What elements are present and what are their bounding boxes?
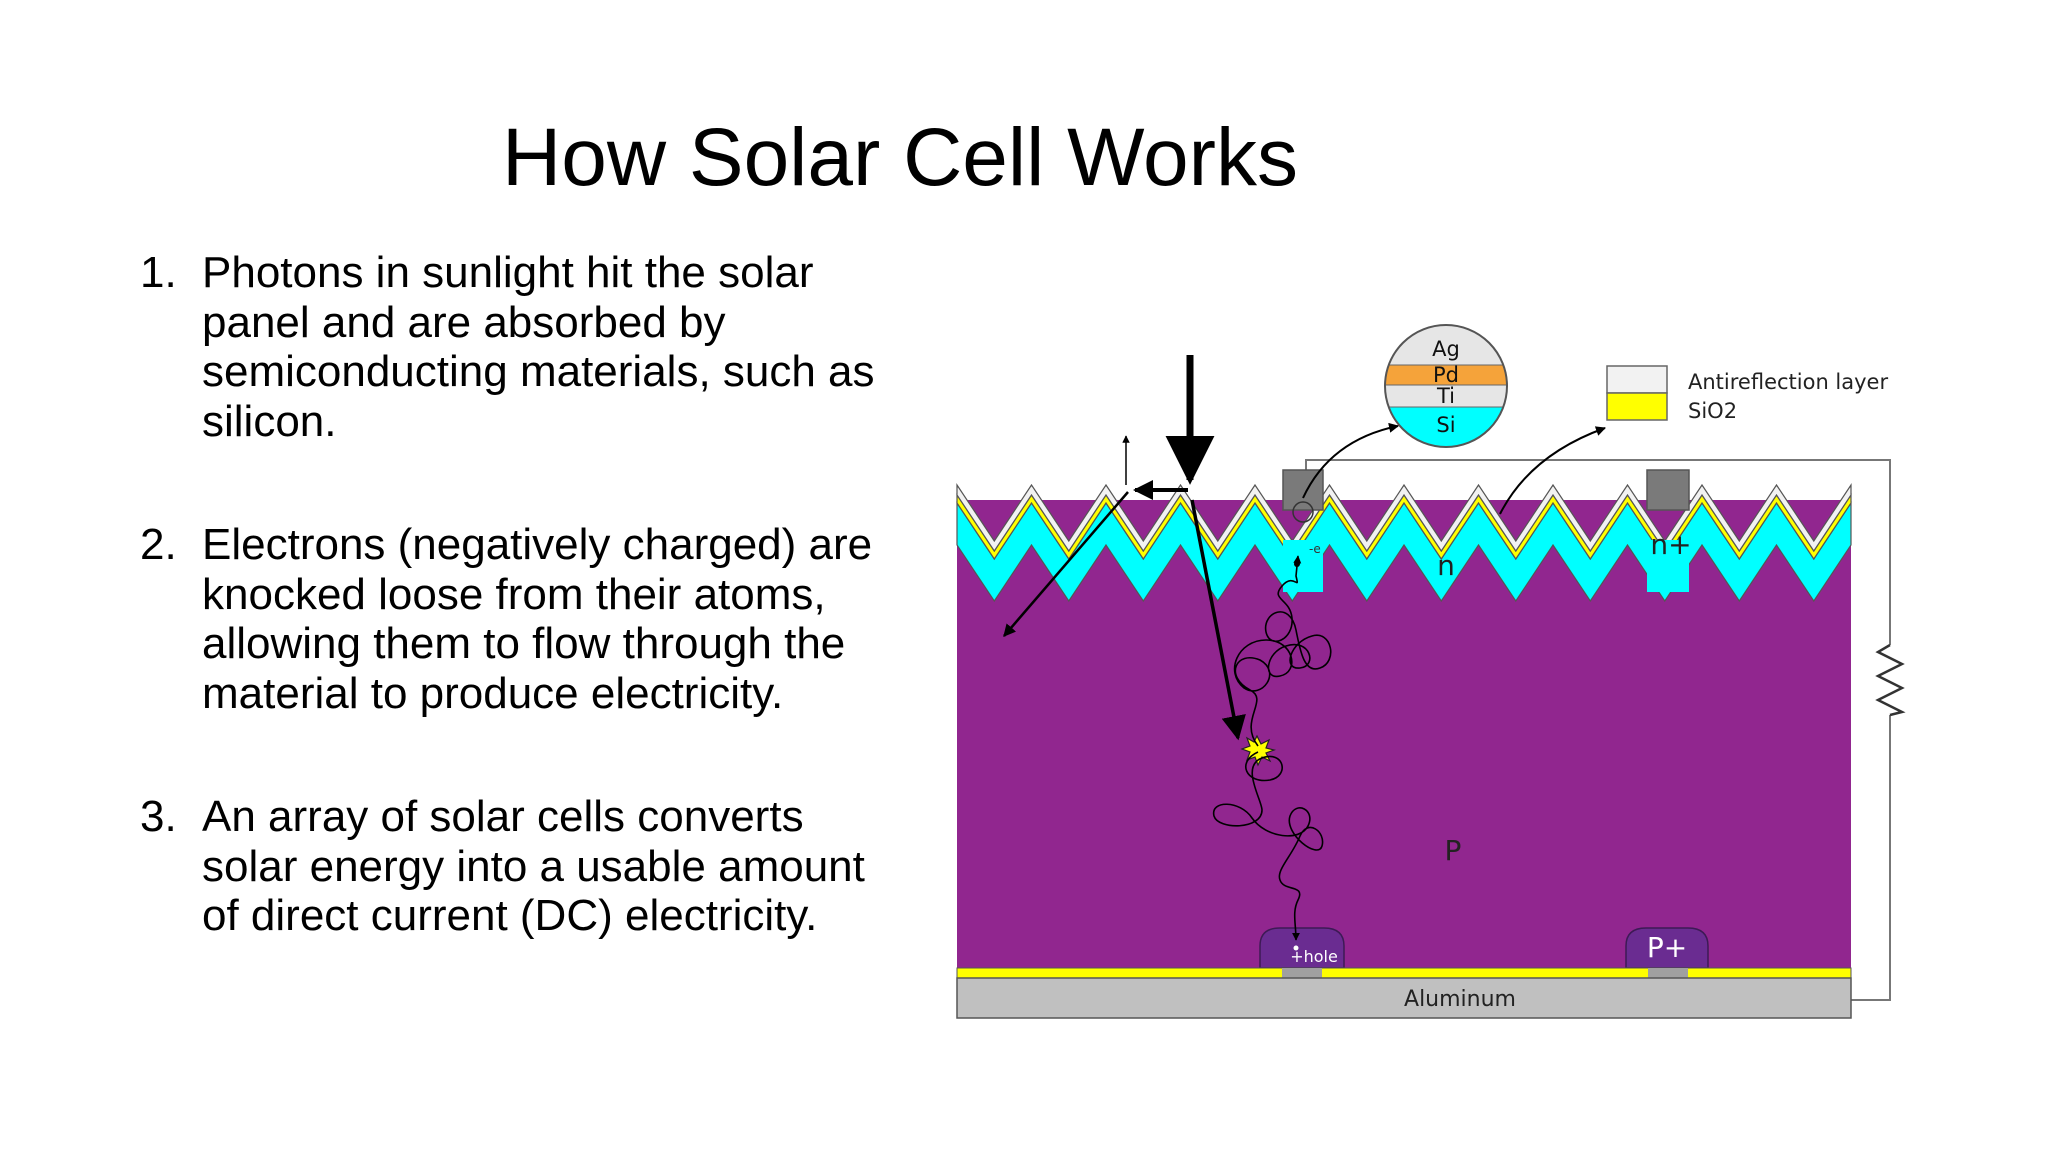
deflected-photon-arrow: [1003, 491, 1129, 637]
aluminum-layer: [956, 977, 1852, 1019]
label-electron: -e: [1309, 542, 1321, 556]
hole-dot: [1293, 945, 1299, 951]
label-hole: +hole: [1290, 947, 1338, 966]
label-n-region: n: [1437, 549, 1455, 582]
contact-marker: [1292, 501, 1314, 523]
legend-swatch-antireflection: [1606, 365, 1668, 394]
hole-path: [1213, 751, 1324, 941]
contact-layers-magnifier: Ag Pd Ti Si: [1384, 324, 1508, 448]
p-plus-region: [1625, 927, 1709, 969]
antireflection-layer: [956, 483, 1852, 553]
step-item: 1. Photons in sunlight hit the solar pan…: [140, 248, 900, 446]
n-plus-pillar: [1283, 540, 1323, 592]
step-number: 3.: [140, 792, 177, 841]
label-aluminum: Aluminum: [1404, 987, 1516, 1012]
p-plus-region: [1259, 927, 1345, 969]
legend-swatch-sio2: [1606, 392, 1668, 421]
front-contact: [1646, 469, 1690, 511]
circuit-wire: [1305, 459, 1891, 1001]
electron-dot: [1294, 561, 1300, 567]
step-number: 2.: [140, 520, 177, 569]
step-text: Photons in sunlight hit the solar panel …: [202, 248, 875, 446]
electron-path: [1233, 555, 1332, 747]
step-number: 1.: [140, 248, 177, 297]
magnifier-pointer-arrow: [1302, 422, 1399, 499]
layer-label-ti: Ti: [1436, 384, 1455, 408]
step-text: Electrons (negatively charged) are knock…: [202, 520, 873, 718]
label-p-plus: P+: [1647, 931, 1687, 964]
legend: Antireflection layer SiO2: [1606, 365, 1888, 423]
step-item: 3. An array of solar cells converts sola…: [140, 792, 900, 941]
rear-contact: [1282, 968, 1322, 978]
legend-label-sio2: SiO2: [1688, 399, 1737, 423]
legend-pointer-arrow: [1499, 426, 1606, 515]
rear-sio2-layer: [956, 967, 1852, 979]
label-p-region: P: [1445, 834, 1462, 867]
resistor-icon: [1875, 643, 1906, 717]
step-text: An array of solar cells converts solar e…: [202, 792, 865, 940]
layer-label-ag: Ag: [1432, 337, 1460, 361]
rear-contact: [1648, 968, 1688, 978]
legend-label-antireflection: Antireflection layer: [1688, 370, 1888, 394]
layer-label-pd: Pd: [1433, 363, 1459, 387]
step-item: 2. Electrons (negatively charged) are kn…: [140, 520, 900, 718]
p-region: [957, 500, 1851, 972]
textured-surface: [956, 483, 1852, 603]
slide-title: How Solar Cell Works: [502, 112, 1298, 203]
layer-label-si: Si: [1436, 413, 1455, 437]
transmitted-photon-arrow: [1190, 499, 1246, 741]
label-n-plus: n+: [1650, 528, 1691, 561]
n-plus-pillar: [1647, 540, 1689, 592]
steps-list: 1. Photons in sunlight hit the solar pan…: [140, 248, 900, 941]
